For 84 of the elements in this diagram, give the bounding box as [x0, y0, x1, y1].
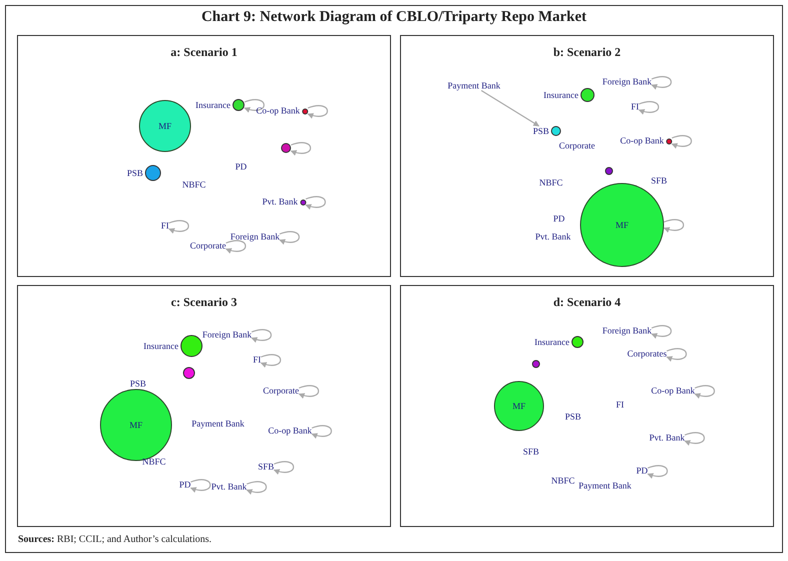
- vertex-label: FI: [161, 222, 169, 230]
- vertex-label: Foreign Bank: [202, 330, 252, 340]
- vertex-label: Pvt. Bank: [649, 434, 685, 442]
- vertex-label: Pvt. Bank: [262, 198, 298, 206]
- self-loop-arrow: [307, 105, 328, 118]
- vertex-label: Payment Bank: [192, 420, 244, 428]
- vertex-label: Pvt. Bank: [211, 482, 247, 492]
- self-loop-arrow: [638, 101, 660, 114]
- chart-title: Chart 9: Network Diagram of CBLO/Triparty Repo Market: [200, 9, 588, 26]
- vertex-label: Corporate: [190, 242, 226, 250]
- vertex-circle: [183, 367, 195, 379]
- self-loop-arrow: [273, 461, 294, 474]
- self-loop-arrow: [647, 465, 668, 478]
- vertex-label: SFB: [258, 462, 274, 472]
- vertex-circle: [605, 167, 613, 175]
- vertex-circle: [532, 360, 540, 368]
- vertex-label: Pvt. Bank: [535, 232, 571, 242]
- vertex-label: NBFC: [142, 458, 166, 466]
- vertex-label: PD: [235, 162, 247, 172]
- vertex-label: SFB: [651, 176, 667, 186]
- self-loop-arrow: [694, 385, 715, 398]
- self-loop-arrow: [305, 196, 326, 210]
- self-loop-arrow: [246, 481, 267, 494]
- vertex-label: PD: [553, 214, 565, 224]
- vertex-label: PSB: [130, 380, 146, 388]
- vertex-label: NBFC: [539, 178, 563, 188]
- vertex-label: Foreign Bank: [602, 78, 652, 86]
- vertex-label: PSB: [533, 126, 549, 136]
- vertex-label: Co-op Bank: [268, 426, 312, 436]
- arrow: [480, 90, 540, 127]
- vertex-label: Corporates: [627, 350, 667, 358]
- chart-panel: [400, 285, 774, 527]
- panel-title: c: Scenario 3: [171, 295, 237, 310]
- self-loop-arrow: [168, 220, 190, 234]
- self-loop-arrow: [651, 325, 672, 338]
- panel-title: d: Scenario 4: [553, 295, 621, 310]
- vertex-circle: [281, 143, 291, 153]
- self-loop-arrow: [671, 135, 692, 148]
- vertex-label: Insurance: [196, 100, 230, 110]
- vertex-label: MF: [129, 420, 142, 430]
- vertex-label: PD: [179, 480, 191, 490]
- vertex-label: Co-op Bank: [651, 386, 695, 396]
- self-loop-arrow: [666, 348, 687, 362]
- vertex-label: Corporate: [263, 386, 299, 396]
- vertex-label: MF: [512, 402, 526, 410]
- self-loop-arrow: [225, 240, 246, 254]
- vertex-label: MF: [615, 220, 628, 230]
- vertex-label: NBFC: [551, 476, 575, 486]
- vertex-label: Insurance: [534, 338, 570, 346]
- panel-title: b: Scenario 2: [553, 45, 621, 60]
- vertex-label: PSB: [565, 412, 581, 422]
- vertex-label: Payment Bank: [448, 82, 500, 90]
- self-loop-arrow: [190, 479, 211, 492]
- vertex-label: MF: [158, 122, 172, 130]
- self-loop-arrow: [251, 329, 272, 342]
- vertex-label: SFB: [523, 448, 539, 456]
- vertex-label: Co-op Bank: [256, 106, 300, 116]
- source-note: Sources: RBI; CCIL; and Author’s calculations.: [18, 534, 212, 545]
- vertex-label: FI: [631, 102, 639, 112]
- vertex-label: Insurance: [544, 90, 578, 100]
- vertex-label: Foreign Bank: [602, 326, 652, 336]
- self-loop-arrow: [651, 76, 672, 90]
- vertex-label: FI: [253, 356, 261, 364]
- vertex-label: Corporate: [559, 142, 595, 150]
- vertex-label: Insurance: [144, 342, 178, 350]
- vertex-label: FI: [616, 400, 624, 410]
- chart-panel: [17, 35, 391, 277]
- self-loop-arrow: [244, 99, 265, 112]
- panel-title: a: Scenario 1: [170, 45, 238, 60]
- vertex-label: Foreign Bank: [230, 232, 280, 242]
- chart-panel: [400, 35, 774, 277]
- vertex-label: NBFC: [182, 180, 206, 190]
- vertex-label: Co-op Bank: [620, 136, 664, 146]
- self-loop-arrow: [663, 219, 684, 232]
- self-loop-arrow: [684, 432, 705, 446]
- self-loop-arrow: [279, 231, 300, 244]
- self-loop-arrow: [298, 385, 320, 398]
- vertex-label: PSB: [127, 168, 143, 178]
- vertex-label: PD: [636, 466, 648, 476]
- self-loop-arrow: [290, 142, 312, 156]
- chart-panel: [17, 285, 391, 527]
- self-loop-arrow: [311, 425, 332, 438]
- vertex-label: Payment Bank: [578, 482, 632, 490]
- self-loop-arrow: [260, 354, 282, 368]
